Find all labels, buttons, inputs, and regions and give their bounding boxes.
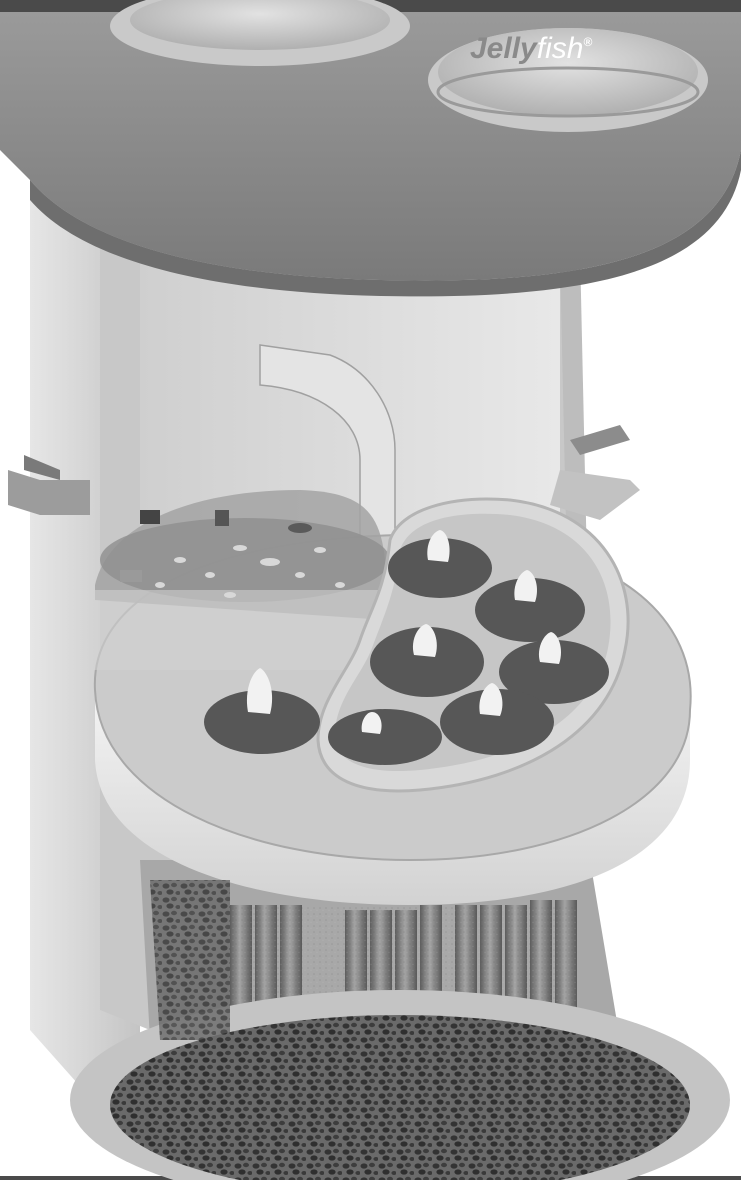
manhole-lid-left <box>130 0 390 50</box>
gravel-sump <box>110 1015 690 1180</box>
gravel-scatter <box>150 880 230 1040</box>
cartridge-3 <box>370 624 484 697</box>
outlet-pipe-right <box>550 470 640 520</box>
outlet-pipe-right-top <box>570 425 630 455</box>
logo-brand-suffix: fish <box>537 32 584 65</box>
cartridge-6 <box>328 709 442 765</box>
inlet-pipe-left <box>8 470 90 515</box>
cartridge-7-backwash <box>204 668 320 754</box>
cartridge-5 <box>440 683 554 755</box>
cartridge-1 <box>388 530 492 598</box>
jellyfish-logo: Jellyfish® <box>470 32 592 65</box>
cartridge-4 <box>499 632 609 704</box>
inlet-pipe-left-top <box>24 455 60 480</box>
pretreatment-glass-front <box>90 590 390 670</box>
deck-ring-outer <box>95 690 690 905</box>
pretreatment-water <box>100 518 390 602</box>
logo-mark: ® <box>583 35 592 49</box>
floating-debris <box>120 510 345 598</box>
manhole-lid-right-rim <box>436 66 700 118</box>
filter-cartridge-lids <box>204 530 609 765</box>
logo-brand: Jelly <box>470 32 538 65</box>
cartridge-2 <box>475 570 585 642</box>
manhole-lid-right <box>438 28 698 116</box>
